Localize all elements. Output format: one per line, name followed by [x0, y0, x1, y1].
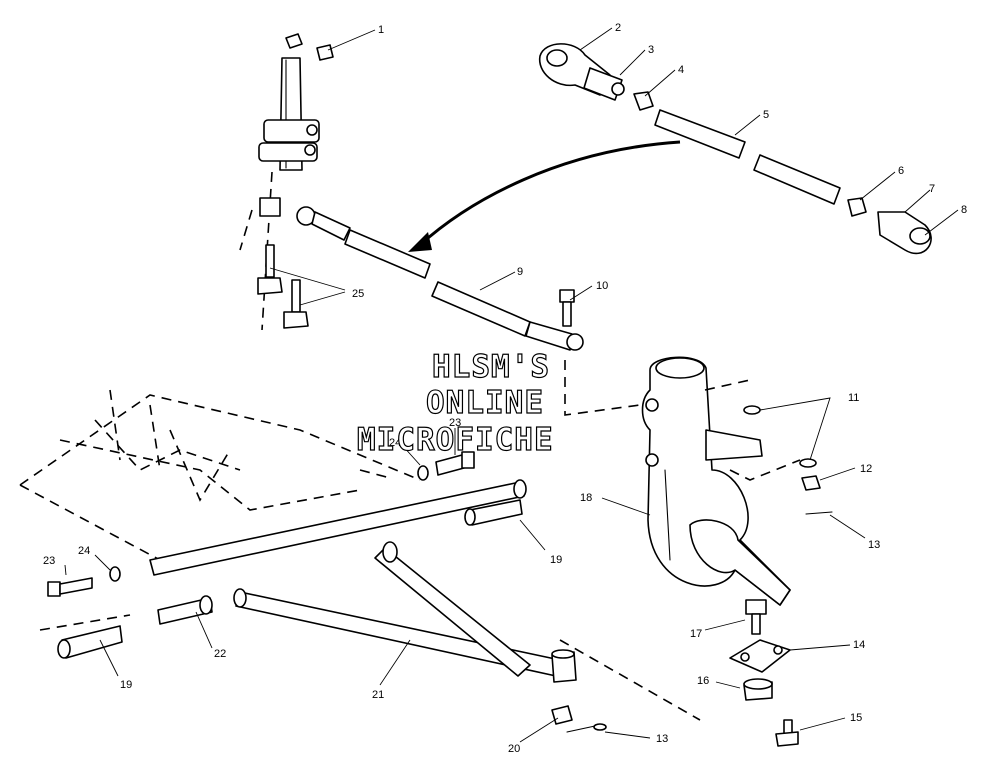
a-arm-part-21 [149, 479, 561, 677]
callout-24-right: 24 [389, 437, 401, 449]
bolt-part-23-right [435, 451, 475, 476]
callout-20: 20 [508, 743, 520, 755]
cotter-pin-part-13-upper [805, 511, 833, 515]
watermark: HLSM'S ONLINE MICROFICHE [356, 348, 554, 458]
callout-15: 15 [850, 712, 862, 724]
jam-nut-part-3 [583, 67, 625, 101]
callout-labels: 1 2 3 4 5 6 7 8 9 10 11 12 13 13 14 15 1… [43, 22, 967, 755]
washer-part-24-left [109, 566, 121, 582]
callout-13-upper: 13 [868, 539, 880, 551]
bolt-part-23-left [47, 577, 93, 597]
ball-joint-part-16 [743, 678, 773, 701]
washers-part-11 [743, 405, 817, 468]
ball-joint-part-8 [909, 227, 931, 245]
watermark-line-1: HLSM'S [432, 349, 550, 385]
bolt-part-15 [775, 719, 799, 747]
callout-12: 12 [860, 463, 872, 475]
spindle-part-18 [641, 356, 791, 606]
nut-part-1 [316, 44, 334, 61]
jam-nut-part-6 [847, 197, 867, 217]
callout-3: 3 [648, 44, 654, 56]
callout-16: 16 [697, 675, 709, 687]
callout-19-left: 19 [120, 679, 132, 691]
cotter-pin-part-13-lower [566, 723, 607, 733]
callout-2: 2 [615, 22, 621, 34]
callout-23-right: 23 [449, 417, 461, 429]
bolts-part-25 [257, 197, 309, 329]
callout-7: 7 [929, 183, 935, 195]
watermark-line-3: MICROFICHE [357, 422, 554, 458]
castle-nut-part-20 [551, 705, 573, 725]
callout-13-lower: 13 [656, 733, 668, 745]
frame-outline [19, 360, 801, 721]
bushing-part-22 [157, 595, 213, 625]
bushing-part-19-right [464, 499, 523, 526]
tie-rod-part-5 [654, 109, 841, 205]
callout-18: 18 [580, 492, 592, 504]
direction-arrow [408, 140, 681, 252]
callout-19-right: 19 [550, 554, 562, 566]
callout-9: 9 [517, 266, 523, 278]
top-nut [285, 33, 303, 49]
callout-25: 25 [352, 288, 364, 300]
callout-17: 17 [690, 628, 702, 640]
callout-6: 6 [898, 165, 904, 177]
jam-nut-part-4 [633, 91, 654, 111]
washer-part-24-right [417, 465, 429, 481]
callout-5: 5 [763, 109, 769, 121]
callout-11: 11 [848, 392, 859, 404]
leader-lines [64, 27, 959, 743]
plate-part-14 [729, 639, 791, 673]
callout-21: 21 [372, 689, 384, 701]
callout-22: 22 [214, 648, 226, 660]
nut-part-12 [801, 475, 821, 491]
bolt-part-10 [559, 289, 575, 327]
callout-14: 14 [853, 639, 865, 651]
ball-joint-stud [551, 649, 577, 683]
callout-23-left: 23 [43, 555, 55, 567]
callout-1: 1 [378, 24, 384, 36]
bolt-part-17 [745, 599, 767, 635]
callout-8: 8 [961, 204, 967, 216]
callout-24-left: 24 [78, 545, 90, 557]
callout-4: 4 [678, 64, 684, 76]
bushing-part-19-left [57, 625, 123, 659]
steering-post [239, 57, 320, 331]
callout-10: 10 [596, 280, 608, 292]
watermark-line-2: ONLINE [426, 385, 544, 421]
tie-rod-assembly-part-9 [296, 206, 584, 351]
